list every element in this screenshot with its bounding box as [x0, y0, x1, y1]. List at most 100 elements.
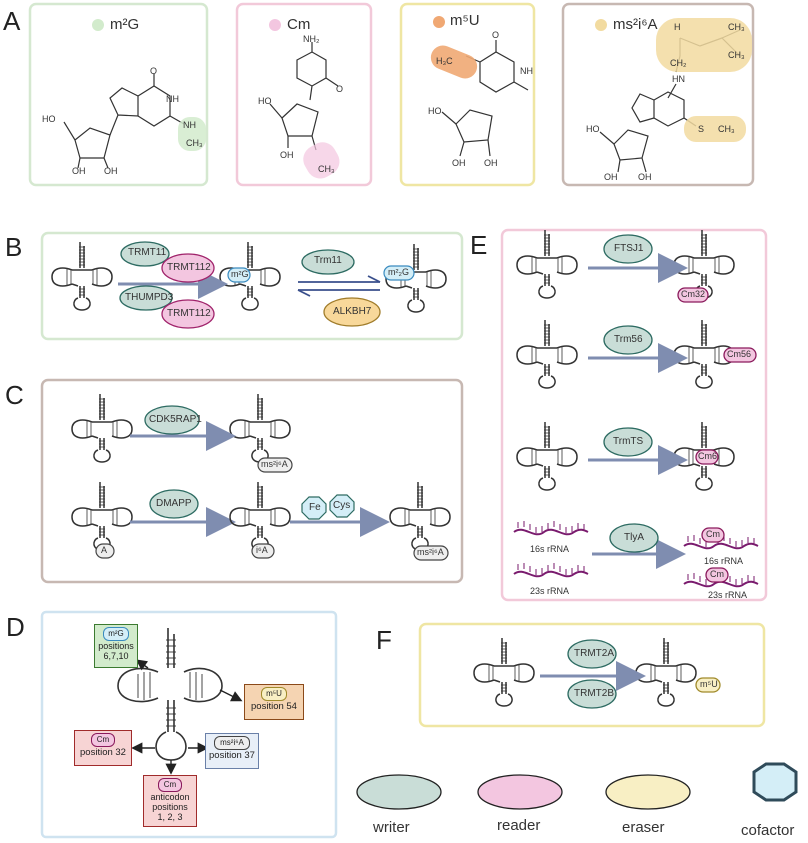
m2g-oh2: OH: [104, 166, 118, 176]
m2g-badge: [227, 267, 251, 283]
trmt2b-label: TRMT2B: [574, 688, 614, 699]
cm-title: Cm: [287, 16, 311, 33]
panel-d-box: [40, 610, 338, 839]
m5u-label: m⁵U: [700, 679, 718, 689]
cdk5rap1-label: CDK5RAP1: [149, 414, 202, 425]
trmts-label: TrmTS: [613, 436, 644, 447]
legend-reader-label: reader: [497, 817, 541, 834]
m2g-ho: HO: [42, 114, 56, 124]
a-label: A: [101, 545, 108, 555]
trna-icon: [51, 241, 113, 311]
cm-16s-label: Cm: [706, 529, 720, 539]
panel-a-m5u-box: [399, 2, 536, 187]
trm56-label: Trm56: [614, 334, 643, 345]
panel-a-ms2i6a-box: [561, 2, 755, 187]
a-badge: [95, 543, 115, 559]
trm11-label: Trm11: [314, 255, 342, 266]
cm32-label: Cm32: [681, 289, 706, 299]
trmt112-reader: [161, 253, 215, 283]
rrna-23s-left-label: 23s rRNA: [530, 586, 570, 596]
rrna-23s-right-label: 23s rRNA: [708, 590, 748, 600]
legend-eraser-swatch: [605, 774, 691, 810]
fe-label: Fe: [309, 502, 321, 513]
rrna-wave-16s-left: [513, 521, 589, 536]
panel-b-box: [40, 231, 464, 341]
panel-a-cm-box: [235, 2, 373, 187]
trna-icon: [635, 637, 697, 707]
panel-letter-c: C: [5, 380, 24, 410]
m5u-nh: NH: [520, 66, 533, 76]
cm-badge-23s: [705, 567, 729, 583]
cm-anticodon-text: anticodon positions 1, 2, 3: [150, 792, 190, 822]
legend-writer-label: writer: [373, 819, 410, 836]
m5u-dot-icon: [433, 16, 445, 28]
m2g-position-badge: m²G: [103, 627, 129, 641]
cm-anticodon-position-card: Cm anticodon positions 1, 2, 3: [143, 775, 197, 827]
ms2i6a-ch3c: CH₃: [718, 124, 735, 134]
panel-letter-e: E: [470, 230, 488, 260]
trmt112-label-b: TRMT112: [167, 308, 211, 319]
m5u-badge: [695, 677, 721, 693]
trna-icon: [71, 481, 133, 551]
trna-icon: [389, 481, 451, 551]
panel-letter-b: B: [5, 232, 23, 262]
trna-icon: [229, 393, 291, 463]
m5u-position-text: position 54: [251, 701, 297, 712]
m5u-position-card: m⁵U position 54: [244, 684, 304, 720]
legend-writer-swatch: [356, 774, 442, 810]
m2g-title: m²G: [110, 16, 140, 33]
m2g-ch3: CH₃: [186, 138, 203, 148]
m2g-position-text: positions 6,7,10: [98, 641, 134, 661]
tlya-writer: [609, 523, 659, 553]
thumpd3-writer: [119, 285, 173, 311]
ms2i6a-ho: HO: [586, 124, 600, 134]
m2g-structure: [63, 74, 185, 169]
ftsj1-label: FTSJ1: [614, 243, 644, 254]
trna-icon: [516, 421, 578, 491]
i6a-badge: [251, 543, 275, 559]
ms2i6a-label-a: ms²i⁶A: [261, 459, 288, 469]
trna-icon: [473, 637, 535, 707]
cys-cofactor: [329, 494, 355, 518]
ms2i6a-title: ms²i⁶A: [613, 16, 658, 33]
ms2i6a-oh1: OH: [604, 172, 618, 182]
m22g-badge: [383, 265, 415, 281]
cm-o: O: [336, 84, 344, 94]
legend-reader-swatch: [477, 774, 563, 810]
m5u-structure: [441, 40, 529, 157]
cm-nh2: NH₂: [303, 34, 320, 44]
dmapp-writer: [149, 489, 199, 519]
trm11-writer: [301, 249, 355, 275]
cm6-badge: [695, 449, 719, 465]
ms2i6a-position-text: position 37: [209, 750, 255, 761]
dmapp-label: DMAPP: [156, 498, 192, 509]
trmts-writer: [603, 427, 653, 457]
trmt112-label-a: TRMT112: [167, 262, 211, 273]
cm32-position-badge: Cm: [91, 733, 115, 747]
ms2i6a-position-badge: ms²i⁶A: [214, 736, 250, 750]
ms2i6a-dot-icon: [595, 19, 607, 31]
cm-anticodon-badge: Cm: [158, 778, 182, 792]
large-trna-icon: [117, 628, 223, 761]
legend-cofactor-swatch: [752, 762, 798, 802]
cm-23s-label: Cm: [710, 569, 724, 579]
alkbh7-eraser: [323, 297, 381, 327]
ms2i6a-ch3b: CH₃: [728, 50, 745, 60]
trmt112-reader: [161, 299, 215, 329]
i6a-label: i⁶A: [256, 545, 268, 555]
fe-cofactor: [301, 496, 327, 520]
trm56-writer: [603, 325, 653, 355]
m22g-badge-label: m²₂G: [388, 267, 409, 277]
cm32-position-card: Cm position 32: [74, 730, 132, 766]
trmt2a-writer: [567, 639, 617, 669]
panel-letter-f: F: [376, 625, 392, 655]
m2g-oh1: OH: [72, 166, 86, 176]
legend-cofactor-label: cofactor: [741, 822, 795, 839]
cdk5rap1-writer: [144, 405, 200, 435]
panel-a-m2g-box: [28, 2, 209, 187]
panel-letter-d: D: [6, 612, 25, 642]
trna-icon: [516, 229, 578, 299]
m2g-o: O: [150, 66, 158, 76]
trmt2b-writer: [567, 679, 617, 709]
